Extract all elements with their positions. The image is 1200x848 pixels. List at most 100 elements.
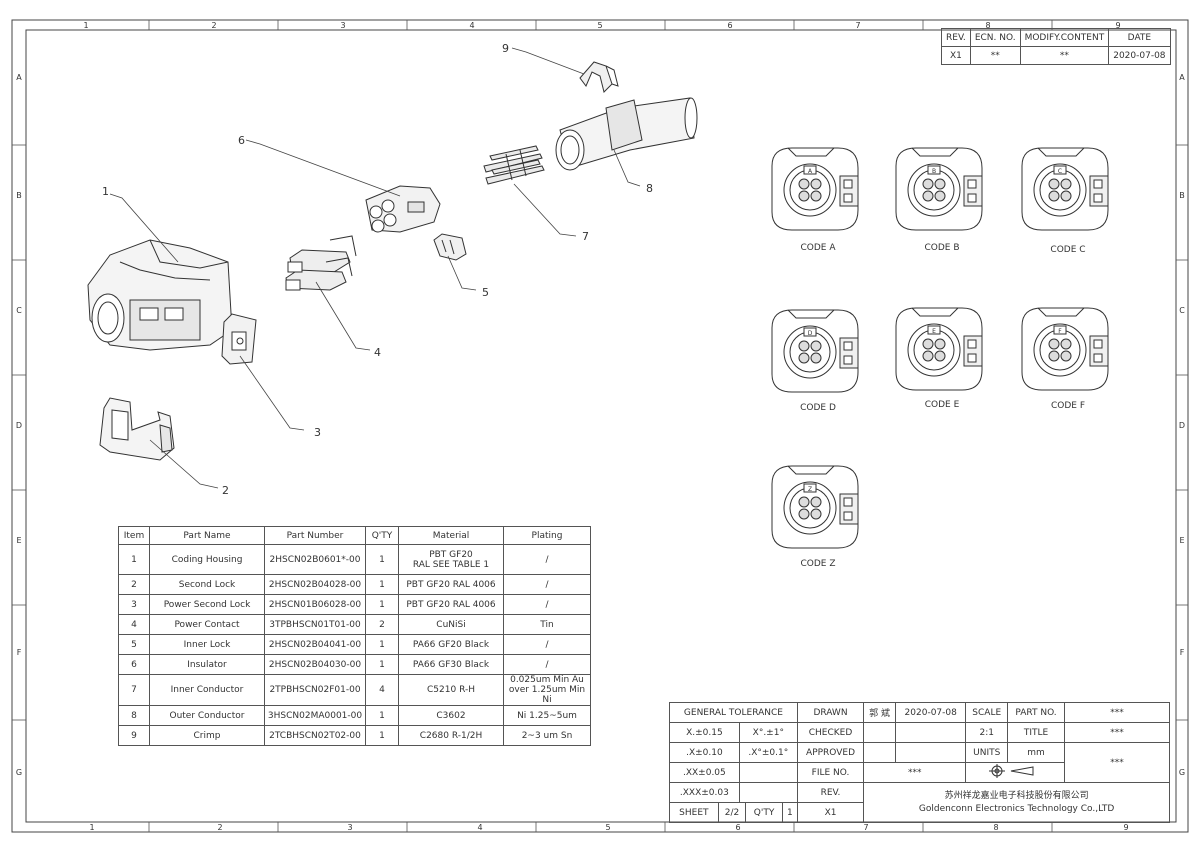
part-no-value: *** bbox=[1064, 702, 1170, 723]
col-label: 8 bbox=[985, 21, 990, 30]
bom-cell: 1 bbox=[365, 544, 399, 575]
approved-label: APPROVED bbox=[796, 742, 865, 763]
row-label: D bbox=[16, 421, 22, 430]
col-label: 8 bbox=[993, 823, 998, 832]
bom-cell: 1 bbox=[365, 574, 399, 595]
title-value: *** bbox=[1064, 722, 1170, 743]
bom-cell: 1 bbox=[118, 544, 150, 575]
part-coding-housing bbox=[87, 239, 233, 351]
drawn-date: 2020-07-08 bbox=[894, 702, 967, 723]
callout-labels: 1 2 3 4 5 6 7 8 9 bbox=[102, 42, 653, 497]
bom-cell: 4 bbox=[365, 674, 399, 706]
bom-cell: Crimp bbox=[149, 725, 265, 746]
rev-header: MODIFY.CONTENT bbox=[1019, 28, 1110, 47]
callout-label: 9 bbox=[502, 42, 509, 55]
coding-face: B bbox=[895, 147, 983, 231]
qty-label: Q'TY bbox=[745, 803, 783, 822]
callout-label: 3 bbox=[314, 426, 321, 439]
code-label: CODE A bbox=[800, 243, 836, 253]
row-label: G bbox=[16, 768, 22, 777]
projection-icon bbox=[989, 764, 1034, 778]
bom-cell: / bbox=[503, 654, 591, 675]
frame-col-markers bbox=[12, 20, 1188, 832]
bom-cell: 1 bbox=[365, 705, 399, 726]
row-label: C bbox=[1179, 306, 1185, 315]
tol-xxx: .XX±0.05 bbox=[669, 762, 740, 783]
row-label: G bbox=[1179, 768, 1185, 777]
col-label: 1 bbox=[89, 823, 94, 832]
bom-cell: / bbox=[503, 544, 591, 575]
tol-angle-min: .X°±0.1° bbox=[738, 742, 798, 763]
projection-symbol bbox=[965, 762, 1065, 783]
col-label: 2 bbox=[211, 21, 216, 30]
bom-table: Item Part Name Part Number Q'TY Material… bbox=[118, 526, 591, 746]
part-power-contact bbox=[285, 235, 357, 291]
callout-label: 2 bbox=[222, 484, 229, 497]
code-letter: Z bbox=[808, 486, 812, 493]
rev-cell: ** bbox=[969, 46, 1021, 65]
rev-header: ECN. NO. bbox=[969, 28, 1021, 47]
qty-value: 1 bbox=[786, 807, 793, 818]
row-label: C bbox=[16, 306, 22, 315]
code-label: CODE C bbox=[1050, 245, 1085, 255]
col-label: 2 bbox=[217, 823, 222, 832]
col-label: 3 bbox=[340, 21, 345, 30]
sheet-value: 2/2 bbox=[718, 803, 747, 822]
bom-cell: PA66 GF30 Black bbox=[398, 654, 504, 675]
col-label: 1 bbox=[83, 21, 88, 30]
bom-cell: 3HSCN02MA0001-00 bbox=[264, 705, 366, 726]
units-value: mm bbox=[1007, 742, 1065, 763]
code-label: CODE F bbox=[1051, 401, 1085, 411]
part-crimp bbox=[579, 61, 619, 93]
bom-cell: / bbox=[503, 594, 591, 615]
sheet-row: SHEET 2/2 Q'TY 1 bbox=[670, 803, 797, 822]
callout-label: 1 bbox=[102, 185, 109, 198]
bom-cell: 1 bbox=[365, 725, 399, 746]
code-label: CODE B bbox=[924, 243, 959, 253]
rev-cell: ** bbox=[1019, 46, 1110, 65]
general-tolerance: GENERAL TOLERANCE bbox=[669, 702, 798, 723]
code-letter: A bbox=[808, 168, 813, 175]
bom-cell: 2~3 um Sn bbox=[503, 725, 591, 746]
row-label: D bbox=[1179, 421, 1185, 430]
bom-cell: Outer Conductor bbox=[149, 705, 265, 726]
col-label: 4 bbox=[477, 823, 482, 832]
col-label: 6 bbox=[727, 21, 732, 30]
sheet-label: SHEET bbox=[670, 803, 719, 822]
bom-cell: 0.025um Min Au over 1.25um Min Ni bbox=[503, 674, 591, 706]
extra-value: *** bbox=[1064, 742, 1170, 783]
rev-cell: X1 bbox=[941, 46, 971, 65]
part-no-label: PART NO. bbox=[1007, 702, 1065, 723]
callout-label: 6 bbox=[238, 134, 245, 147]
row-label: E bbox=[16, 536, 21, 545]
coding-face: C bbox=[1021, 147, 1109, 231]
col-label: 9 bbox=[1115, 21, 1120, 30]
coding-face: F bbox=[1021, 307, 1109, 391]
bom-cell: 3TPBHSCN01T01-00 bbox=[264, 614, 366, 635]
bom-cell: 2HSCN02B04041-00 bbox=[264, 634, 366, 655]
bom-cell: / bbox=[503, 634, 591, 655]
bom-cell: Coding Housing bbox=[149, 544, 265, 575]
title-label: TITLE bbox=[1007, 722, 1065, 743]
bom-cell: 2 bbox=[118, 574, 150, 595]
bom-cell: Inner Conductor bbox=[149, 674, 265, 706]
bom-header: Q'TY bbox=[365, 526, 399, 545]
bom-cell: 3 bbox=[118, 594, 150, 615]
rev-value: X1 bbox=[796, 802, 865, 823]
part-insulator bbox=[365, 185, 441, 233]
code-letter: F bbox=[1058, 328, 1062, 335]
bom-cell: Tin bbox=[503, 614, 591, 635]
rev-cell: 2020-07-08 bbox=[1108, 46, 1171, 65]
code-label: CODE Z bbox=[800, 559, 835, 569]
rev-header: REV. bbox=[941, 28, 971, 47]
bom-header: Plating bbox=[503, 526, 591, 545]
row-label: B bbox=[1179, 191, 1185, 200]
part-outer-conductor bbox=[555, 97, 698, 171]
rev-label: REV. bbox=[796, 782, 865, 803]
title-block: GENERAL TOLERANCE DRAWN 郭 斌 2020-07-08 S… bbox=[669, 702, 1170, 823]
